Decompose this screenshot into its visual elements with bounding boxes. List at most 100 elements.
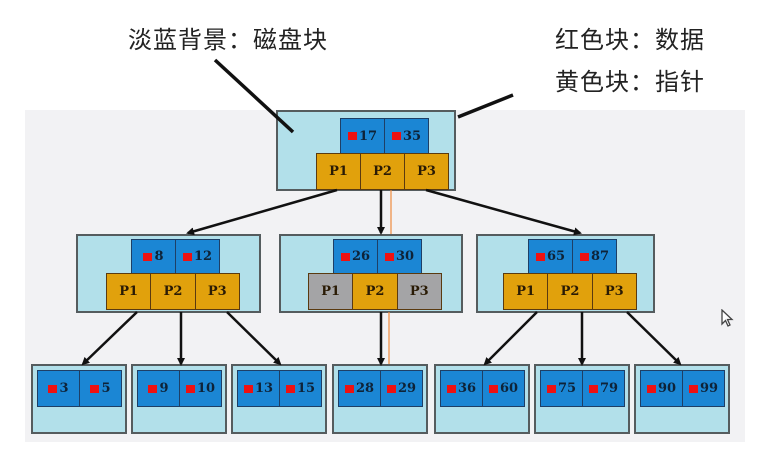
tree-edge-arrow [626, 311, 682, 366]
key-value: 26 [351, 249, 371, 264]
key-value: 87 [590, 249, 610, 264]
pointer-cell: P2 [548, 274, 593, 309]
key-cell: 35 [385, 119, 428, 153]
key-cell: 90 [641, 371, 683, 406]
data-marker-icon [535, 252, 545, 261]
key-value: 10 [196, 381, 216, 396]
key-cell: 15 [280, 371, 321, 406]
key-value: 5 [101, 381, 111, 396]
data-marker-icon [386, 384, 396, 393]
leaf-node: 9 10 [131, 364, 227, 434]
key-value: 99 [699, 381, 719, 396]
data-marker-icon [384, 252, 394, 261]
data-marker-icon [48, 384, 58, 393]
annotation-red-data: 红色块：数据 [555, 26, 705, 54]
data-marker-icon [285, 384, 295, 393]
tree-edge-arrow [81, 311, 138, 366]
data-marker-icon [446, 384, 456, 393]
data-marker-icon [143, 252, 153, 261]
key-value: 15 [296, 381, 316, 396]
data-marker-icon [185, 384, 195, 393]
root-node: 17 35 P1 P2 P3 [276, 110, 456, 191]
key-value: 60 [499, 381, 519, 396]
tree-edge-arrow [483, 311, 538, 366]
key-cell: 79 [583, 371, 624, 406]
key-value: 12 [193, 249, 213, 264]
data-marker-icon [579, 252, 589, 261]
tree-edge-arrow [186, 188, 338, 236]
key-cell: 8 [132, 240, 176, 273]
data-marker-icon [340, 252, 350, 261]
data-marker-icon [488, 384, 498, 393]
pointer-cell: P3 [397, 274, 441, 309]
pointer-cell: P3 [195, 274, 239, 309]
node-keys: 90 99 [640, 370, 725, 407]
key-value: 30 [395, 249, 415, 264]
data-marker-icon [344, 384, 354, 393]
data-marker-icon [90, 384, 100, 393]
annotation-yellow-pointer: 黄色块：指针 [555, 68, 705, 96]
key-value: 8 [154, 249, 164, 264]
key-cell: 65 [529, 240, 573, 273]
node-keys: 13 15 [237, 370, 322, 407]
key-cell: 3 [38, 371, 80, 406]
data-marker-icon [688, 384, 698, 393]
key-value: 65 [546, 249, 566, 264]
root-pointers: P1 P2 P3 [316, 153, 449, 190]
key-value: 29 [397, 381, 417, 396]
key-cell: 10 [180, 371, 221, 406]
pointer-cell: P2 [353, 274, 398, 309]
key-value: 28 [355, 381, 375, 396]
leaf-node: 13 15 [231, 364, 327, 434]
key-cell: 5 [80, 371, 121, 406]
key-cell: 29 [381, 371, 422, 406]
key-cell: 26 [334, 240, 378, 273]
key-cell: 60 [483, 371, 524, 406]
data-marker-icon [243, 384, 253, 393]
key-value: 3 [59, 381, 69, 396]
tree-edge-arrow [226, 311, 282, 366]
annotation-pointer-line [457, 93, 514, 119]
key-value: 90 [657, 381, 677, 396]
pointer-cell: P2 [151, 274, 196, 309]
key-value: 79 [599, 381, 619, 396]
pointer-cell: P1 [317, 154, 361, 189]
node-keys: 75 79 [540, 370, 625, 407]
tree-edge-arrow [425, 188, 582, 236]
data-marker-icon [347, 132, 357, 140]
key-cell: 75 [541, 371, 583, 406]
annotation-pointer-line [213, 58, 295, 134]
pointer-cell: P1 [504, 274, 549, 309]
leaf-node: 90 99 [634, 364, 730, 434]
mouse-cursor-icon [721, 308, 735, 333]
pointer-cell: P1 [107, 274, 152, 309]
key-value: 35 [402, 128, 422, 144]
key-cell: 9 [138, 371, 180, 406]
pointer-cell: P1 [309, 274, 354, 309]
data-marker-icon [546, 384, 556, 393]
key-cell: 30 [378, 240, 421, 273]
key-cell: 28 [339, 371, 381, 406]
key-value: 9 [159, 381, 169, 396]
node-keys: 8 12 [131, 239, 220, 274]
data-marker-icon [588, 384, 598, 393]
key-value: 17 [358, 128, 378, 144]
key-cell: 87 [573, 240, 616, 273]
key-value: 75 [557, 381, 577, 396]
pointer-cell: P3 [592, 274, 636, 309]
data-marker-icon [182, 252, 192, 261]
key-cell: 13 [238, 371, 280, 406]
annotation-disk-block: 淡蓝背景：磁盘块 [128, 26, 328, 54]
key-cell: 17 [341, 119, 385, 153]
data-marker-icon [646, 384, 656, 393]
data-marker-icon [148, 384, 158, 393]
